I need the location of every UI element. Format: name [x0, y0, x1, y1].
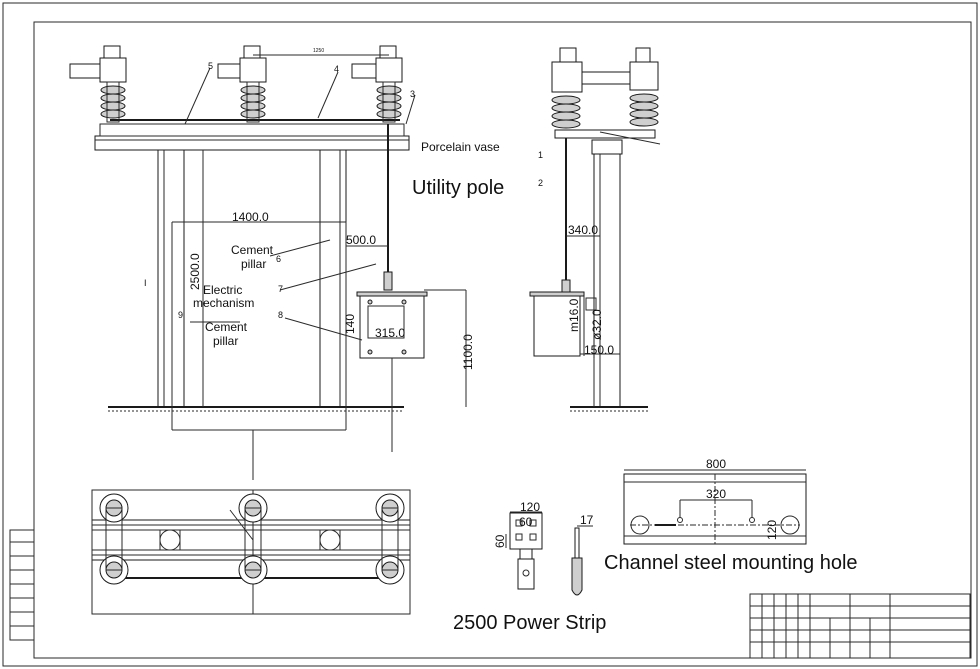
callout-2: 2: [538, 178, 543, 188]
dim-800: 800: [706, 457, 726, 471]
dim-120h: 120: [520, 500, 540, 514]
dim-315: 315.0: [375, 326, 405, 340]
label-channel-steel: Channel steel mounting hole: [604, 552, 858, 574]
label-porcelain-vase: Porcelain vase: [421, 140, 500, 154]
label-electric-mechanism: Electric mechanism: [193, 283, 254, 310]
utility-pole-side: [593, 153, 621, 408]
callout-3: 3: [410, 89, 415, 99]
label-cement-pillar-top: Cement pillar: [231, 243, 276, 271]
cross-beam: [94, 135, 410, 151]
dim-500: 500.0: [346, 233, 376, 247]
front-view: 1250 1400.0 2500.0 500.0 315.0 140: [69, 45, 475, 480]
insulator-3: [351, 45, 403, 123]
callout-4: 4: [334, 64, 339, 74]
callout-1: 1: [538, 150, 543, 160]
callout-7: 7: [278, 284, 283, 294]
dim-1250: 1250: [313, 48, 324, 54]
dim-17: 17: [580, 513, 594, 527]
channel-steel-detail: 800 320 120: [623, 457, 807, 545]
callout-6: 6: [276, 254, 281, 264]
inner-border: [33, 21, 972, 659]
label-cement-pillar-bottom-line1: Cement: [205, 320, 248, 334]
insulator-1: [69, 45, 127, 123]
label-cement-pillar-top-line1: Cement: [231, 243, 274, 257]
label-power-strip: 2500 Power Strip: [453, 612, 606, 634]
side-view: 340.0 m16.0 ø32.0 150.0: [529, 47, 661, 412]
label-cement-pillar-bottom: Cement pillar: [205, 320, 250, 348]
callout-9: 9: [178, 310, 183, 320]
dim-120: 120: [765, 520, 779, 540]
title-block: [749, 593, 971, 659]
label-utility-pole: Utility pole: [412, 177, 504, 199]
callout-8: 8: [278, 310, 283, 320]
dim-140: 140: [343, 314, 357, 334]
dim-phi32: ø32.0: [590, 309, 604, 340]
insulator-2: [217, 45, 267, 123]
top-view: [91, 489, 411, 615]
label-cement-pillar-bottom-line2: pillar: [213, 334, 238, 348]
callout-5: 5: [208, 61, 213, 71]
dim-60: 60: [519, 515, 533, 529]
dim-2500: 2500.0: [188, 253, 202, 290]
dim-340: 340.0: [568, 223, 598, 237]
label-electric-mechanism-line2: mechanism: [193, 296, 254, 310]
dim-1100: 1100.0: [461, 334, 475, 370]
dim-m16: m16.0: [567, 298, 581, 332]
side-strip: [9, 529, 35, 641]
cement-pillar-left: [157, 149, 185, 408]
dim-320: 320: [706, 487, 726, 501]
callout-I: I: [144, 278, 147, 288]
power-strip-detail: 120 60 60 17: [493, 500, 594, 596]
dim-60v: 60: [493, 534, 507, 548]
dim-150: 150.0: [584, 343, 614, 357]
label-electric-mechanism-line1: Electric: [203, 283, 242, 297]
dim-1400: 1400.0: [232, 210, 269, 224]
label-cement-pillar-top-line2: pillar: [241, 257, 266, 271]
